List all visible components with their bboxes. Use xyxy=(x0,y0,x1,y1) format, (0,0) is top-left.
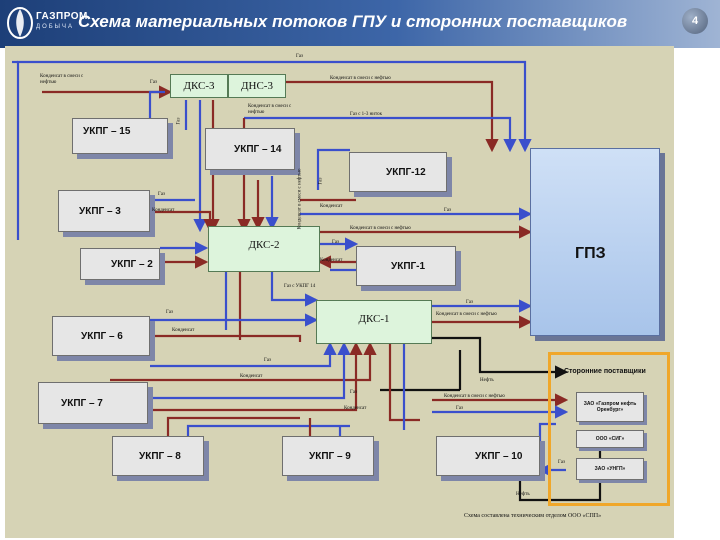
label-cond-mix-4: Конденсат в смеси с нефтью xyxy=(350,226,411,231)
supplier-gazprom-neft-orenburg[interactable]: ЗАО «Газпром нефть Оренбург» xyxy=(576,392,644,422)
node-ukpg14-label: УКПГ – 14 xyxy=(234,143,282,155)
supplier-1-label: ЗАО «Газпром нефть Оренбург» xyxy=(583,401,637,413)
supplier-sig[interactable]: ООО «СИГ» xyxy=(576,430,644,448)
node-ukpg2-label: УКПГ – 2 xyxy=(111,258,153,270)
node-ukpg3[interactable]: УКПГ – 3 xyxy=(58,190,150,232)
node-dks2[interactable]: ДКС-2 xyxy=(208,226,320,272)
node-dks1-label: ДКС-1 xyxy=(358,313,390,325)
label-oil-1: Нефть xyxy=(480,378,494,383)
label-gas-supp: Газ xyxy=(558,460,565,465)
supplier-ungp[interactable]: ЗАО «УНГП» xyxy=(576,458,644,480)
node-ukpg15-label: УКПГ – 15 xyxy=(83,125,131,137)
header-bar: ГАЗПРОМ ДОБЫЧА Схема материальных потоко… xyxy=(0,0,720,48)
node-ukpg12-label: УКПГ-12 xyxy=(386,166,426,178)
label-gas-ukpg3: Газ xyxy=(158,192,165,197)
node-dks3[interactable]: ДКС-3 xyxy=(170,74,228,98)
footnote: Схема составлена техническим отделом ООО… xyxy=(464,513,602,519)
supplier-2-label: ООО «СИГ» xyxy=(595,436,625,442)
node-ukpg7-label: УКПГ – 7 xyxy=(61,397,103,409)
label-cond-ukpg7: Конденсат xyxy=(344,406,367,411)
node-dns3-label: ДНС-3 xyxy=(241,80,273,92)
node-ukpg2[interactable]: УКПГ – 2 xyxy=(80,248,160,280)
label-gas-ukpg12: Газ xyxy=(444,208,451,213)
label-cond-ukpg6: Конденсат xyxy=(172,328,195,333)
label-gas-ukpg14: Газ с УКПГ 14 xyxy=(284,284,316,289)
node-ukpg3-label: УКПГ – 3 xyxy=(79,205,121,217)
node-ukpg1-label: УКПГ-1 xyxy=(391,260,426,272)
label-gas-vert-2: Газ xyxy=(318,177,324,185)
node-ukpg12[interactable]: УКПГ-12 xyxy=(349,152,447,192)
label-gas-dks1: Газ xyxy=(466,300,473,305)
suppliers-title: Сторонние поставщики xyxy=(564,368,646,375)
node-dks2-label: ДКС-2 xyxy=(248,239,280,251)
label-cond-mix-6: Конденсат в смеси с нефтью xyxy=(444,394,505,399)
label-cond-mix-vert: Конденсат в смеси с нефтью xyxy=(297,168,303,230)
label-gas-dks2: Газ xyxy=(332,240,339,245)
label-cond-ukpg12: Конденсат xyxy=(320,204,343,209)
label-cond-mix-3: Конденсат в смеси с нефтью xyxy=(248,104,292,115)
node-dks3-label: ДКС-3 xyxy=(183,80,215,92)
logo-subtext: ДОБЫЧА xyxy=(36,24,74,30)
node-gpz[interactable]: ГПЗ xyxy=(530,148,660,336)
node-dns3[interactable]: ДНС-3 xyxy=(228,74,286,98)
node-ukpg6[interactable]: УКПГ – 6 xyxy=(52,316,150,356)
page-number: 4 xyxy=(682,8,708,34)
label-cond-mix-2: Конденсат в смеси с нефтью xyxy=(330,76,391,81)
label-gas-ukpg7: Газ xyxy=(350,390,357,395)
supplier-3-label: ЗАО «УНГП» xyxy=(594,466,626,472)
node-ukpg6-label: УКПГ – 6 xyxy=(81,330,123,342)
node-ukpg15[interactable]: УКПГ – 15 xyxy=(72,118,168,154)
node-ukpg10-label: УКПГ – 10 xyxy=(475,450,523,462)
label-oil-2: Нефть xyxy=(516,492,530,497)
logo-text: ГАЗПРОМ xyxy=(36,11,88,22)
label-cond-mix-5: Конденсат в смеси с нефтью xyxy=(436,312,497,317)
label-cond-row: Конденсат xyxy=(240,374,263,379)
label-gas-ukpg9: Газ xyxy=(456,406,463,411)
label-gas-vert-1: Газ xyxy=(176,117,182,125)
label-gas-dks3: Газ xyxy=(150,80,157,85)
gazprom-logo: ГАЗПРОМ ДОБЫЧА xyxy=(6,5,87,45)
node-ukpg8-label: УКПГ – 8 xyxy=(139,450,181,462)
flame-icon xyxy=(7,7,33,39)
node-ukpg7[interactable]: УКПГ – 7 xyxy=(38,382,148,424)
node-ukpg1[interactable]: УКПГ-1 xyxy=(356,246,456,286)
node-gpz-label: ГПЗ xyxy=(575,245,606,262)
label-cond-ukpg3: Конденсат xyxy=(152,208,175,213)
node-ukpg8[interactable]: УКПГ – 8 xyxy=(112,436,204,476)
node-ukpg10[interactable]: УКПГ – 10 xyxy=(436,436,540,476)
node-dks1[interactable]: ДКС-1 xyxy=(316,300,432,344)
label-cond-mix-1: Конденсат в смеси с нефтью xyxy=(40,74,84,85)
node-ukpg9-label: УКПГ – 9 xyxy=(309,450,351,462)
label-gas-1-3: Газ с 1-3 ниток xyxy=(350,112,382,117)
label-gas-top: Газ xyxy=(296,54,303,59)
node-ukpg9[interactable]: УКПГ – 9 xyxy=(282,436,374,476)
label-cond-dks2: Конденсат xyxy=(320,258,343,263)
node-ukpg14[interactable]: УКПГ – 14 xyxy=(205,128,295,170)
label-gas-row: Газ xyxy=(264,358,271,363)
third-party-suppliers-frame xyxy=(548,352,670,506)
label-gas-ukpg6: Газ xyxy=(166,310,173,315)
page-title: Схема материальных потоков ГПУ и сторонн… xyxy=(78,12,628,31)
